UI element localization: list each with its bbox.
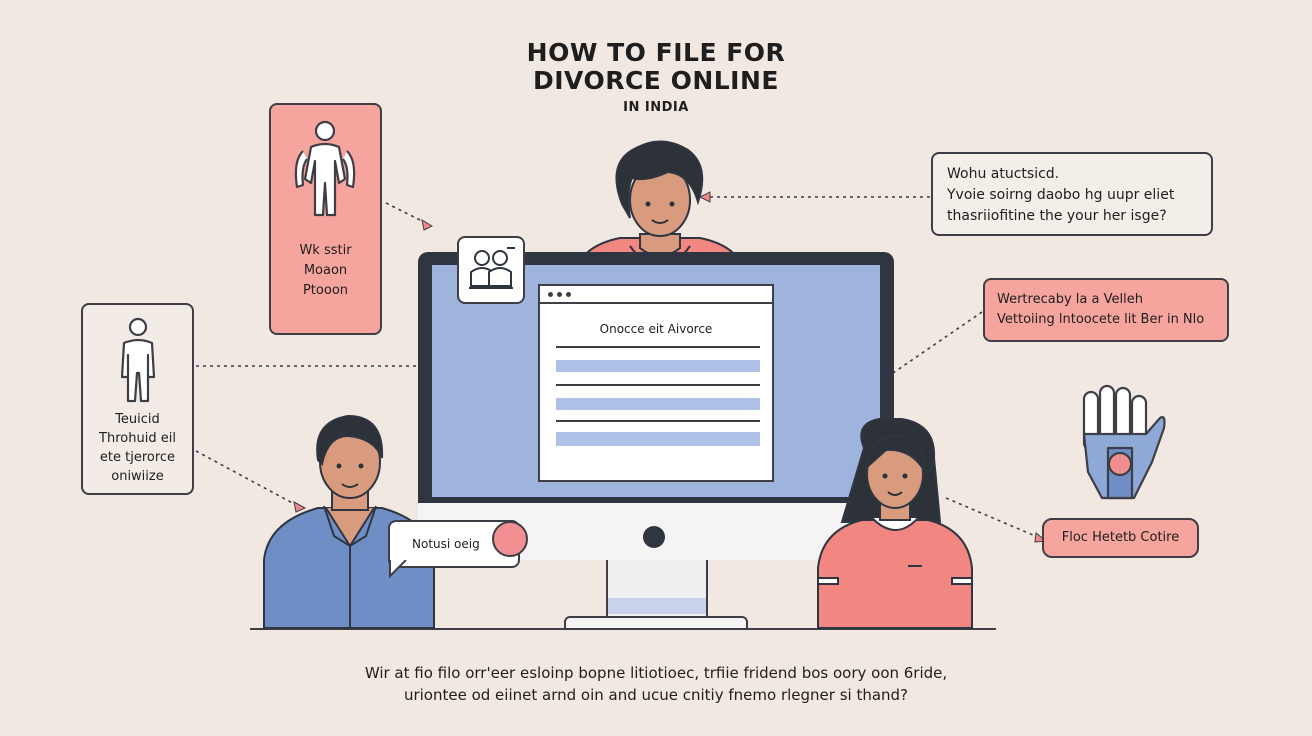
speech-bubble-top-right: Wohu atuctsicd. Yvoie soirng daobo hg uu… [931, 152, 1213, 236]
label-text: Floc Hetetb Cotire [1061, 530, 1180, 546]
window-dot [548, 292, 553, 297]
form-rule [556, 420, 760, 422]
hand-icon [1082, 384, 1166, 500]
bubble-text-line: Yvoie soirng daobo hg uupr eliet [947, 187, 1175, 203]
connector-top-left [385, 202, 429, 225]
ground-line [250, 628, 996, 630]
footer-line2: uriontee od eiinet arnd oin and ucue cni… [403, 686, 909, 704]
form-rule [556, 384, 760, 386]
person-icon [120, 317, 155, 403]
bubble-text-line: thasriiofitine the your her isge? [947, 208, 1167, 224]
info-card-mid-left: Teuicid Throhuid eil ete tjerorce oniwii… [81, 303, 194, 495]
arrow-head [421, 218, 434, 231]
card-text-line: oniwiize [111, 468, 164, 484]
window-dot [557, 292, 562, 297]
bubble-text-line: Wertrecaby la a Velleh [997, 292, 1143, 307]
page-subtitle: IN INDIA [623, 100, 689, 115]
card-text-line: ete tjerorce [99, 449, 176, 465]
label-bottom-right: Floc Hetetb Cotire [1042, 518, 1199, 558]
power-button[interactable] [643, 526, 665, 548]
speech-bubble-mid-right: Wertrecaby la a Velleh Vettoiing lntooce… [983, 278, 1229, 342]
form-field[interactable] [556, 360, 760, 372]
form-rule [556, 346, 760, 348]
monitor-stand-band [608, 598, 706, 614]
connector-bottom-left [195, 450, 299, 507]
card-text-line: Throhuid eil [99, 430, 176, 446]
form-window: Onocce eit Aivorce [538, 284, 774, 482]
arrow-head [698, 191, 711, 203]
monitor-bezel-edge [418, 497, 894, 503]
arrow-head [293, 501, 307, 513]
two-people-icon [469, 247, 515, 289]
window-titlebar [540, 286, 772, 304]
page-title-line1: HOW TO FILE FOR [526, 38, 786, 67]
bubble-text-line: Wohu atuctsicd. [947, 166, 1060, 182]
form-field[interactable] [556, 432, 760, 446]
card-text-line: Ptooon [302, 283, 349, 299]
card-text-line: Teuicid [115, 412, 160, 427]
info-card-top-left: Wk sstir Moaon Ptooon [269, 103, 382, 335]
footer-line1: Wir at fio filo orr'eer esloinp bopne li… [364, 664, 948, 682]
card-text-line: Wk sstir [299, 243, 352, 258]
caption-pill-text: Notusi oeig [412, 537, 480, 551]
couple-icon [294, 120, 355, 217]
form-title: Onocce eit Aivorce [599, 322, 713, 336]
card-text-line: Moaon [303, 263, 348, 279]
form-field[interactable] [556, 398, 760, 410]
woman-figure [817, 418, 973, 629]
pill-tail [389, 560, 407, 579]
users-app-icon[interactable] [457, 236, 525, 304]
connector-bottom-right [945, 497, 1041, 539]
window-dot [566, 292, 571, 297]
bubble-text-line: Vettoiing lntoocete lit Ber in Nlo [997, 311, 1205, 327]
pill-dot-icon [492, 521, 528, 557]
page-title-line2: DIVORCE ONLINE [532, 66, 779, 95]
